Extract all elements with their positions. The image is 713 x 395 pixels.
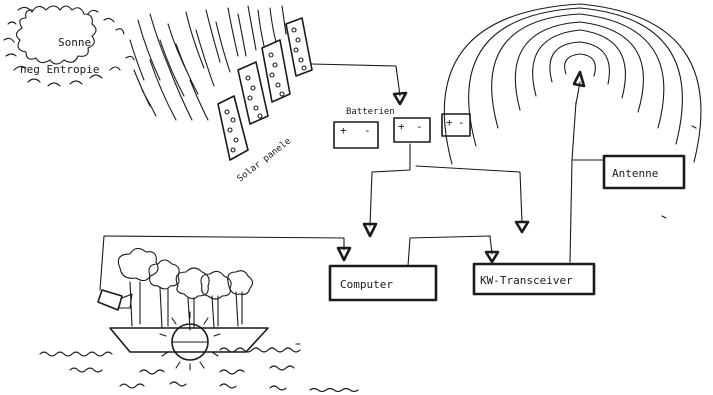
arrow-to-batteries — [394, 93, 406, 104]
svg-text:+: + — [340, 124, 347, 137]
entropy-label: neg Entropie — [20, 63, 99, 76]
svg-text:-: - — [416, 120, 423, 133]
wire-panels-to-batteries — [312, 64, 400, 96]
sun-rays — [130, 6, 286, 120]
panels-label: Solar panele — [236, 136, 293, 184]
camera-icon — [98, 290, 132, 310]
water-waves — [40, 348, 358, 392]
sun-label: Sonne — [58, 36, 91, 49]
transceiver-label: KW-Transceiver — [480, 274, 573, 287]
wire-computer-to-transceiver — [408, 236, 492, 266]
batteries-label: Batterien — [346, 107, 395, 117]
antenna-label: Antenne — [612, 167, 658, 180]
wire-to-computer — [370, 144, 410, 226]
antenna-waves — [444, 4, 701, 164]
wire-transceiver-to-antenna — [570, 102, 604, 262]
arrow-to-antenna-tip — [574, 72, 584, 86]
svg-text:+: + — [446, 116, 453, 129]
solar-panels — [218, 18, 312, 160]
computer-label: Computer — [340, 278, 393, 291]
landscape-sun — [160, 312, 220, 370]
stray-marks — [296, 126, 696, 344]
arrow-to-transceiver — [516, 222, 528, 232]
battery-left: + - — [334, 122, 378, 148]
wire-landscape-to-computer — [100, 236, 344, 290]
battery-middle: + - — [394, 118, 430, 142]
trees — [118, 248, 252, 330]
ground-platform — [110, 328, 268, 352]
svg-text:+: + — [398, 120, 405, 133]
svg-text:-: - — [458, 116, 465, 129]
svg-text:-: - — [364, 124, 371, 137]
wire-to-transceiver — [416, 166, 522, 222]
